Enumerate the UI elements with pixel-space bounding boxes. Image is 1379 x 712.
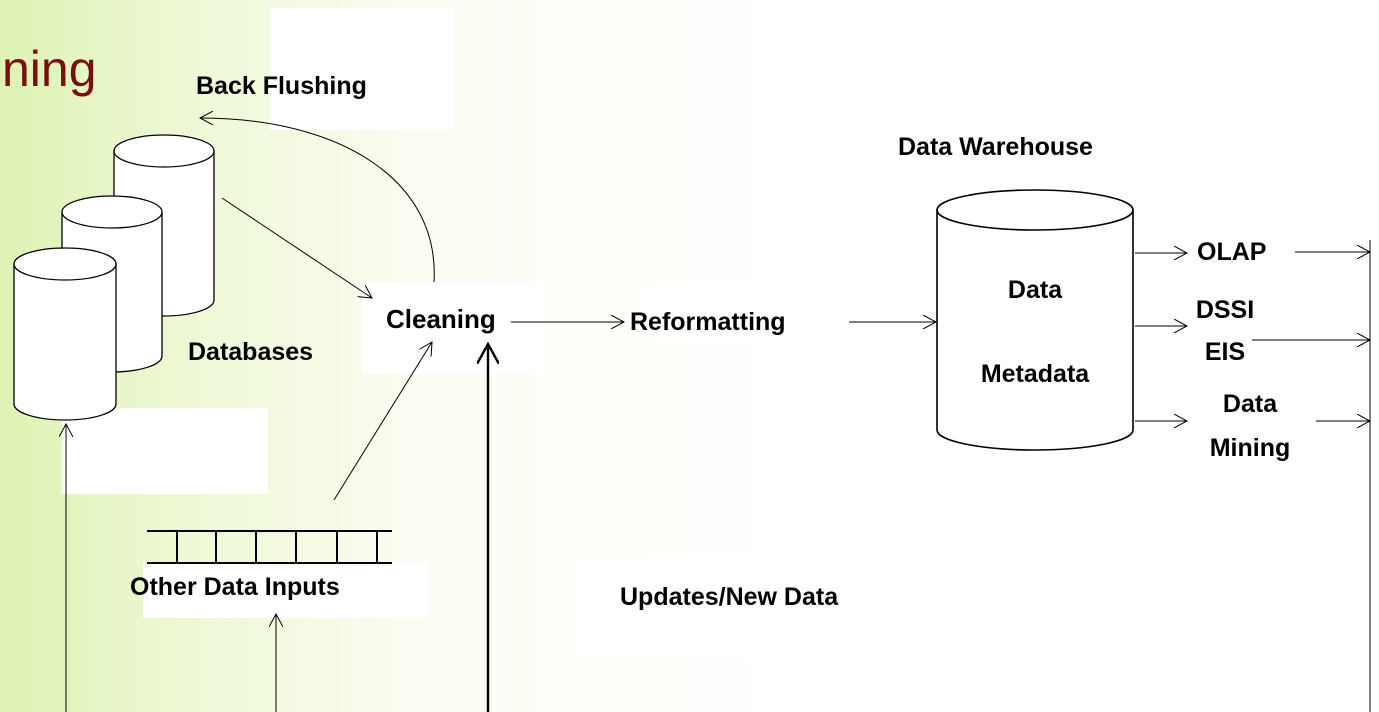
other-data-inputs-label: Other Data Inputs <box>130 573 340 601</box>
data-mining-label-2: Mining <box>1209 434 1291 462</box>
blank-box <box>62 408 268 494</box>
olap-label: OLAP <box>1197 238 1267 266</box>
dssi-label: DSSI <box>1195 296 1255 324</box>
databases-to-cleaning-arrow <box>221 197 372 298</box>
back-flushing-label: Back Flushing <box>196 72 367 100</box>
cleaning-label: Cleaning <box>386 304 496 334</box>
updates-new-data-label: Updates/New Data <box>620 583 839 611</box>
data-warehouse-label: Data Warehouse <box>898 133 1093 161</box>
cleaning-box <box>362 282 545 374</box>
other-inputs-to-cleaning-arrow <box>333 342 432 501</box>
other-data-inputs-symbol <box>147 530 392 564</box>
warehouse-data-label: Data <box>1007 276 1063 304</box>
other-inputs-box <box>143 562 429 618</box>
reformatting-box <box>636 284 884 340</box>
updates-box <box>577 555 925 659</box>
back-flushing-arrow <box>200 118 435 283</box>
databases-label: Databases <box>188 338 314 366</box>
back-flushing-box <box>270 8 454 130</box>
eis-label: EIS <box>1204 338 1246 366</box>
database-cylinder-front <box>13 247 117 421</box>
reformatting-label: Reformatting <box>630 308 786 336</box>
slide-title: ning <box>2 41 97 97</box>
warehouse-metadata-label: Metadata <box>980 360 1090 388</box>
data-mining-label-1: Data <box>1222 390 1278 418</box>
warehouse-cylinder <box>936 189 1134 451</box>
